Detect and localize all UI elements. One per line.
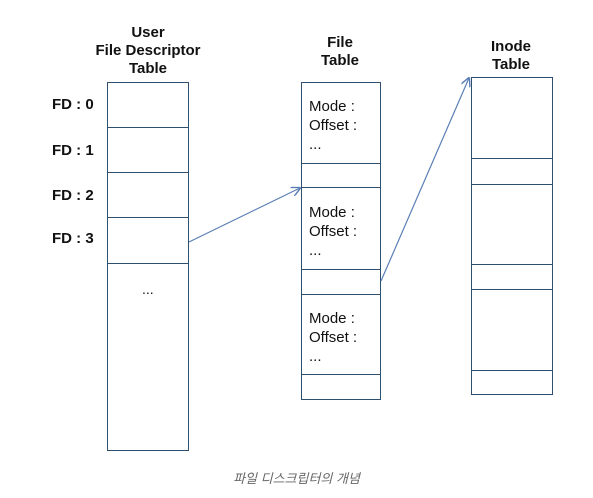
inode-table-heading-line-2: Table [491, 56, 531, 73]
fd-table-heading-line-2: File Descriptor [95, 42, 201, 59]
file-table-entry-1-text: Mode : Offset : ... [309, 97, 357, 154]
entry-3-offset: Offset : [309, 329, 358, 346]
entry-1-mode: Mode : [309, 98, 355, 115]
fd-table-heading-line-1: User [131, 24, 165, 41]
file-table-heading-line-1: File [327, 34, 353, 51]
entry-2-offset: Offset : [309, 223, 358, 240]
inode-table-row-1 [471, 77, 553, 159]
fd-table-row-0 [107, 82, 189, 128]
fd-3-label: FD : 3 [52, 230, 94, 247]
inode-table-row-5 [471, 289, 553, 371]
fd-table-row-3 [107, 217, 189, 264]
file-table-entry-1 [301, 82, 381, 164]
file-table-entry-3-sep [301, 374, 381, 400]
inode-table-row-3 [471, 184, 553, 265]
file-table-entry-1-sep [301, 163, 381, 189]
file-table-heading: File Table [300, 34, 380, 70]
file-table-heading-line-2: Table [320, 52, 360, 69]
file-table-entry-2-sep [301, 269, 381, 295]
entry-3-more: ... [309, 348, 322, 365]
fd-0-label: FD : 0 [52, 96, 94, 113]
diagram-caption: 파일 디스크립터의 개념 [233, 471, 360, 486]
arrow-fd3-to-file-entry-2 [188, 188, 300, 243]
inode-table-heading: Inode Table [470, 38, 552, 74]
inode-table-heading-line-1: Inode [491, 38, 531, 55]
fd-table-heading-line-3: Table [128, 60, 168, 77]
entry-3-mode: Mode : [309, 310, 355, 327]
arrow-file-entry-2-to-inode [380, 78, 469, 282]
fd-table-ellipsis: ... [142, 281, 154, 297]
fd-table-heading: User File Descriptor Table [78, 24, 218, 78]
file-table-entry-3-text: Mode : Offset : ... [309, 309, 357, 366]
fd-2-label: FD : 2 [52, 187, 94, 204]
file-table-entry-2 [301, 187, 381, 270]
entry-1-offset: Offset : [309, 117, 358, 134]
entry-2-mode: Mode : [309, 204, 355, 221]
entry-2-more: ... [309, 242, 322, 259]
fd-table-row-2 [107, 172, 189, 218]
fd-table-row-1 [107, 127, 189, 173]
inode-table-row-4 [471, 264, 553, 290]
file-table-entry-2-text: Mode : Offset : ... [309, 203, 357, 260]
fd-1-label: FD : 1 [52, 142, 94, 159]
inode-table-row-6 [471, 370, 553, 395]
file-table-entry-3 [301, 294, 381, 375]
entry-1-more: ... [309, 136, 322, 153]
